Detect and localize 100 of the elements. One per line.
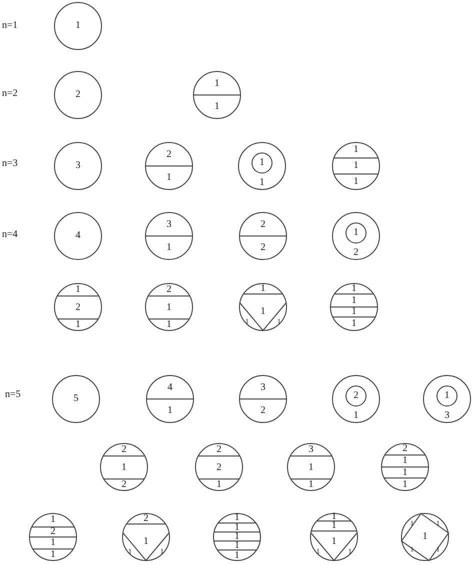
region-number: 1: [234, 532, 240, 542]
region-number: 1: [166, 173, 172, 183]
partition-circle: [54, 283, 102, 331]
region-number: 4: [168, 383, 172, 393]
region-number: 2: [122, 480, 126, 490]
partition-circle: [54, 212, 102, 260]
partition-circle: [54, 142, 102, 190]
region-number: 1: [332, 537, 336, 547]
region-number: 1: [354, 177, 358, 187]
region-number: 1: [354, 161, 358, 171]
partition-circle: [239, 283, 287, 331]
region-number: 2: [354, 391, 358, 401]
region-number: 3: [76, 161, 80, 171]
region-number: 1: [402, 480, 408, 490]
partition-circle: [213, 513, 261, 561]
row-label: n=5: [5, 390, 21, 400]
partition-circle: [145, 283, 193, 331]
region-number: 1: [76, 284, 80, 294]
partition-circle: [122, 513, 170, 561]
region-number: 1: [352, 284, 356, 294]
region-number: 1: [234, 513, 240, 523]
region-number: 2: [166, 150, 172, 160]
region-number: 1: [402, 468, 408, 478]
region-number: 1: [308, 462, 314, 472]
region-number: 1: [50, 515, 56, 525]
region-number: 3: [308, 444, 314, 454]
partition-circle: [310, 513, 358, 561]
partition-circle: [381, 443, 429, 491]
partition-circle: [193, 71, 241, 119]
region-number: 3: [444, 411, 450, 421]
region-number: 2: [122, 444, 126, 454]
region-number: 1: [260, 178, 264, 188]
region-number: 2: [166, 284, 172, 294]
region-number: 1: [166, 302, 172, 312]
region-number: 2: [216, 462, 222, 472]
region-number: 1: [402, 456, 408, 466]
row-label: n=1: [2, 21, 18, 31]
row-label: n=2: [2, 89, 18, 99]
region-number: 1: [214, 79, 220, 89]
region-number: 1: [144, 537, 148, 547]
partition-circle: [330, 283, 378, 331]
region-number: 2: [260, 406, 266, 416]
partition-circle: [238, 142, 286, 190]
region-number: 5: [74, 394, 78, 404]
region-number: 2: [354, 248, 358, 258]
region-number: 1: [122, 462, 126, 472]
region-number: 2: [402, 444, 408, 454]
region-number: 1: [216, 480, 222, 490]
region-number: 2: [216, 444, 222, 454]
region-number: 1: [168, 406, 172, 416]
partition-circle: [146, 375, 194, 423]
region-number: 1: [332, 512, 336, 522]
region-number: 2: [144, 514, 148, 524]
partition-circle: [287, 443, 335, 491]
region-number: 1: [50, 550, 56, 560]
region-number: 1: [76, 320, 80, 330]
partition-circle: [100, 443, 148, 491]
region-number: 4: [76, 231, 80, 241]
partition-circle: [332, 142, 380, 190]
region-number: 1: [50, 538, 56, 548]
region-number: 1: [354, 228, 358, 238]
region-number: 1: [234, 522, 240, 532]
region-number: 1: [214, 102, 220, 112]
region-number: 1: [422, 532, 428, 542]
partition-circle: [29, 513, 77, 561]
region-number: 2: [260, 220, 266, 230]
region-number: 1: [234, 550, 240, 560]
region-number: 1: [352, 296, 356, 306]
partition-circle: [401, 513, 449, 561]
partition-circle: [145, 142, 193, 190]
region-number: 3: [166, 220, 172, 230]
row-label: n=3: [2, 159, 18, 169]
region-number: 1: [352, 307, 356, 317]
region-number: 2: [76, 302, 80, 312]
region-number: 1: [308, 480, 314, 490]
partition-circle: [423, 375, 471, 423]
region-number: 1: [76, 21, 80, 31]
partition-circle: [332, 375, 380, 423]
region-number: 1: [354, 411, 358, 421]
partition-circle: [332, 212, 380, 260]
partition-circle: [52, 375, 100, 423]
region-number: 1: [352, 319, 356, 329]
partition-circle: [195, 443, 243, 491]
region-number: 1: [332, 521, 336, 531]
region-number: 1: [260, 284, 266, 294]
partition-circle: [54, 71, 102, 119]
region-number: 1: [260, 307, 266, 317]
region-number: 1: [166, 320, 172, 330]
region-number: 1: [260, 158, 264, 168]
partition-circle: [145, 212, 193, 260]
partition-circle: [54, 2, 102, 50]
region-number: 1: [234, 540, 240, 550]
region-number: 1: [166, 243, 172, 253]
region-number: 1: [354, 145, 358, 155]
region-number: 1: [444, 391, 450, 401]
region-number: 3: [260, 383, 266, 393]
region-number: 2: [50, 527, 56, 537]
row-label: n=4: [2, 230, 18, 240]
partition-circle: [239, 212, 287, 260]
partition-circle: [239, 375, 287, 423]
